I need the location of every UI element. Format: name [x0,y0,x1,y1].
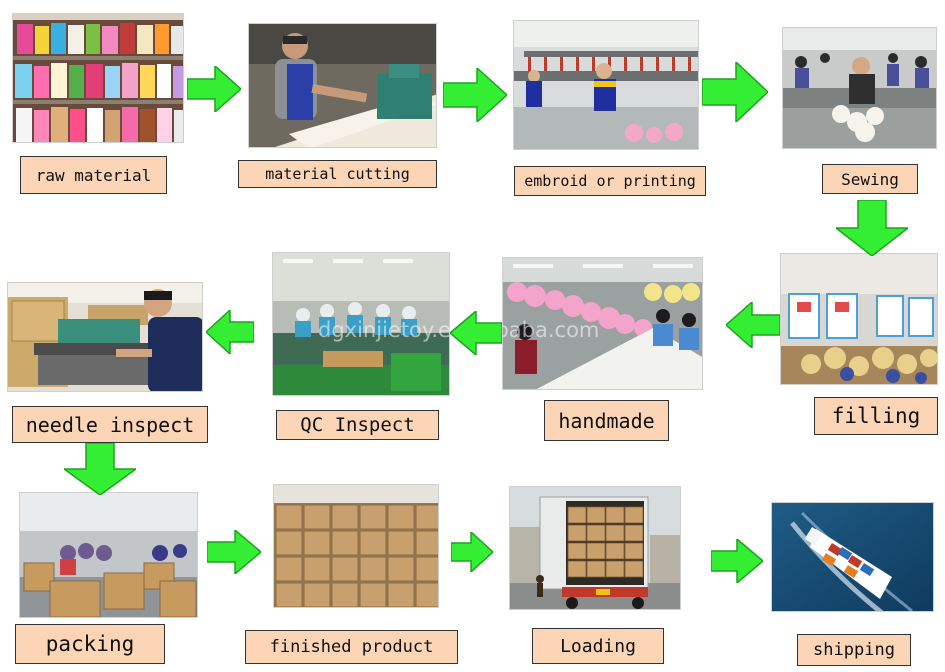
label-material-cutting: material cutting [238,160,437,188]
arrow-right-icon [702,62,768,122]
label-loading: Loading [532,628,664,664]
label-embroid-or-printing: embroid or printing [514,166,706,196]
photo-material-cutting [248,23,437,148]
photo-embroidery [513,20,699,150]
label-finished-product: finished product [245,630,458,664]
photo-needle-inspect [7,282,203,392]
arrow-left-icon [206,310,254,354]
label-raw-material: raw material [20,156,167,194]
photo-filling [780,253,938,385]
label-qc-inspect: QC Inspect [276,410,439,440]
label-sewing: Sewing [822,164,918,194]
arrow-right-icon [187,66,241,112]
arrow-down-icon [64,443,136,495]
arrow-right-icon [451,532,493,572]
photo-loading [509,486,681,610]
label-handmade: handmade [544,400,669,441]
photo-handmade [502,257,703,390]
photo-qc-inspect [272,252,450,396]
label-filling: filling [814,397,938,435]
arrow-left-icon [450,311,502,355]
arrow-right-icon [443,68,507,122]
label-shipping: shipping [797,634,911,666]
photo-sewing [782,27,937,149]
arrow-right-icon [207,530,261,574]
photo-packing [19,492,198,618]
label-needle-inspect: needle inspect [12,406,208,443]
photo-shipping [771,502,934,612]
photo-finished-product [273,484,439,608]
arrow-left-icon [726,302,780,348]
arrow-right-icon [711,539,763,583]
photo-raw-material [12,13,184,143]
label-packing: packing [15,624,165,664]
arrow-down-icon [836,200,908,256]
